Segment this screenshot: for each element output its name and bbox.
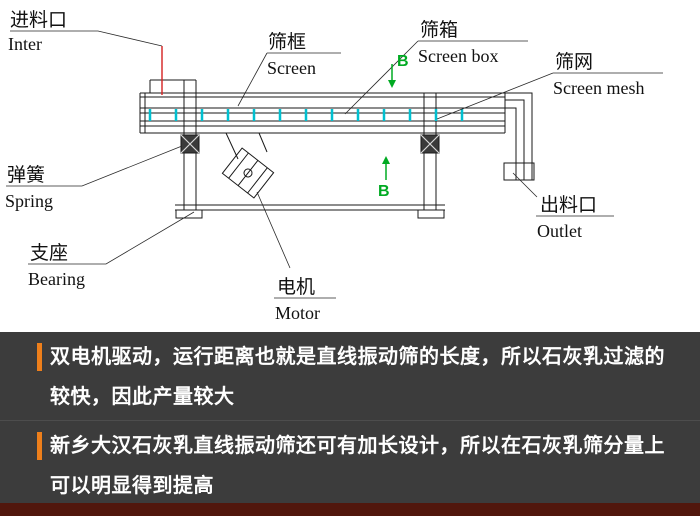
info-text: 双电机驱动，运行距离也就是直线振动筛的长度，所以石灰乳过滤的较快，因此产量较大 bbox=[50, 346, 665, 408]
footer-strip bbox=[0, 503, 700, 516]
label-outlet-cn: 出料口 bbox=[540, 194, 597, 216]
section-marker-top bbox=[388, 64, 396, 88]
screen-deck bbox=[139, 92, 506, 134]
label-motor-en: Motor bbox=[275, 303, 320, 323]
label-inlet-en: Inter bbox=[8, 34, 42, 54]
label-screen-box-en: Screen box bbox=[418, 46, 498, 66]
inlet-bracket bbox=[149, 79, 197, 135]
label-spring-cn: 弹簧 bbox=[7, 164, 45, 186]
label-outlet-en: Outlet bbox=[537, 221, 582, 241]
label-screen-frame-cn: 筛框 bbox=[268, 31, 306, 53]
outlet-chute bbox=[503, 92, 535, 181]
label-screen-box-cn: 筛箱 bbox=[420, 19, 458, 41]
label-spring-en: Spring bbox=[5, 191, 53, 211]
left-support-leg bbox=[183, 153, 197, 210]
label-screen-mesh-en: Screen mesh bbox=[553, 78, 644, 98]
info-paragraph-1: 双电机驱动，运行距离也就是直线振动筛的长度，所以石灰乳过滤的较快，因此产量较大 bbox=[0, 332, 700, 420]
leader-lines bbox=[6, 30, 663, 299]
label-inlet-cn: 进料口 bbox=[10, 9, 67, 31]
label-motor-cn: 电机 bbox=[277, 276, 315, 298]
right-hanger bbox=[423, 93, 437, 135]
section-label-top: B bbox=[397, 53, 409, 70]
label-bearing-en: Bearing bbox=[28, 269, 85, 289]
motor-shape bbox=[221, 147, 275, 199]
label-bearing-cn: 支座 bbox=[30, 242, 68, 264]
label-screen-mesh-cn: 筛网 bbox=[555, 51, 593, 73]
label-screen-frame-en: Screen bbox=[267, 58, 316, 78]
info-text: 新乡大汉石灰乳直线振动筛还可有加长设计，所以在石灰乳筛分量上可以明显得到提高 bbox=[50, 435, 665, 497]
vibrating-screen-diagram: B B 进料口 Inter 筛框 Screen 筛箱 Screen box 筛网… bbox=[5, 9, 663, 323]
spring-block-left bbox=[180, 134, 200, 154]
right-support-leg bbox=[423, 153, 437, 210]
info-paragraph-2: 新乡大汉石灰乳直线振动筛还可有加长设计，所以在石灰乳筛分量上可以明显得到提高 bbox=[0, 420, 700, 509]
info-panel: 双电机驱动，运行距离也就是直线振动筛的长度，所以石灰乳过滤的较快，因此产量较大 … bbox=[0, 332, 700, 516]
motor-mounts bbox=[225, 132, 268, 160]
accent-bar bbox=[37, 432, 42, 460]
base-frame bbox=[175, 204, 445, 219]
accent-bar bbox=[37, 343, 42, 371]
spring-block-right bbox=[420, 134, 440, 154]
section-marker-bottom bbox=[382, 156, 390, 180]
mesh-dashes bbox=[148, 109, 464, 121]
section-label-bottom: B bbox=[378, 183, 390, 200]
